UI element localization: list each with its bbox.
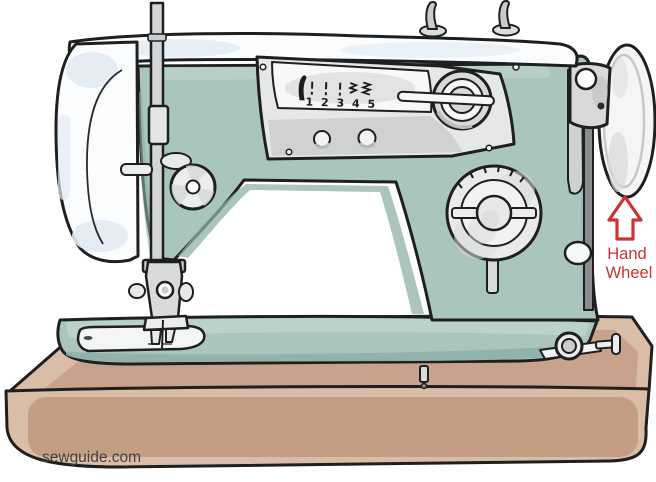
thread-guide-tab xyxy=(120,163,153,176)
spool-pin-left xyxy=(419,0,447,38)
hand-wheel-label-line2: Wheel xyxy=(606,264,653,282)
stitch-scale: 1 2 3 4 5 xyxy=(298,75,377,111)
hand-wheel-arrow-icon xyxy=(607,195,643,241)
tension-dial xyxy=(160,152,217,211)
panel-buttons xyxy=(313,128,377,150)
machine-bed xyxy=(56,314,599,366)
stitch-length-window: 1 2 3 4 5 xyxy=(271,61,433,113)
belt-rod xyxy=(583,119,594,311)
rod-collar xyxy=(147,33,167,42)
panel-screw xyxy=(485,144,493,152)
needle-clamp-assembly xyxy=(128,258,194,349)
dial-tick-marks xyxy=(457,165,525,189)
spool-pin-right xyxy=(492,0,520,37)
presser-foot xyxy=(142,314,190,349)
hand-wheel xyxy=(597,43,656,199)
side-knob-right xyxy=(178,282,194,302)
hand-wheel-label-line1: Hand xyxy=(607,245,646,263)
end-cover xyxy=(54,40,140,264)
needle-plate xyxy=(76,324,206,353)
side-knob-left xyxy=(128,283,146,299)
stitch-width-dial xyxy=(397,69,495,131)
watermark: sewguide.com xyxy=(42,449,141,466)
stitch-numbers: 1 2 3 4 5 xyxy=(305,95,377,110)
panel-screw xyxy=(285,148,293,156)
stop-motion-knob xyxy=(563,240,593,266)
take-up-clamp xyxy=(147,104,170,146)
clamp-peg xyxy=(419,365,429,390)
hand-wheel-mechanism xyxy=(563,62,612,311)
needle xyxy=(161,319,164,349)
panel-screw xyxy=(259,63,267,71)
pattern-selector-dial xyxy=(445,164,543,294)
hand-wheel-annotation: Hand Wheel xyxy=(606,195,653,282)
bobbin-winder-latch xyxy=(539,331,621,361)
dial-lever xyxy=(397,90,495,107)
